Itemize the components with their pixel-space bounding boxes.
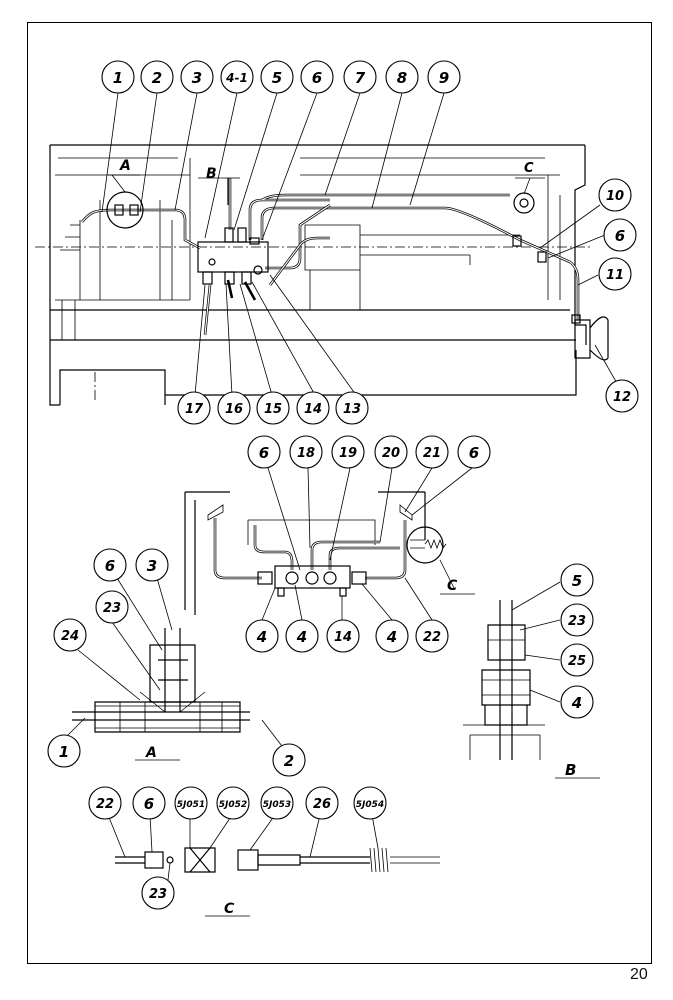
callout-label: 26 (313, 797, 331, 812)
callout-label: 5J054 (356, 800, 384, 810)
fittings (114, 204, 547, 285)
detail-c-spring (369, 847, 440, 873)
callout-label: 5J053 (263, 800, 291, 810)
callout-label: 2 (284, 752, 294, 770)
callout-label: 4-1 (225, 71, 248, 85)
callout-label: 5 (572, 572, 582, 590)
callout-label: 5J052 (219, 800, 247, 810)
middle-housing (207, 504, 413, 545)
detail-a-nuts (95, 702, 240, 732)
spring (410, 538, 447, 550)
callout-label: 12 (613, 390, 631, 405)
detail-c-union (184, 847, 216, 873)
section-letter-a: A (119, 158, 131, 174)
detail-a-view: A 6 3 23 24 1 2 (47, 548, 306, 777)
detail-c-filter (257, 854, 370, 866)
callout-label: 3 (192, 69, 202, 87)
detail-c-tube (115, 856, 145, 864)
detail-c-marker (513, 192, 535, 214)
callout-label: 25 (568, 654, 586, 669)
oil-tubes (80, 178, 580, 336)
main-callouts: 1 2 3 4-1 5 6 7 8 9 10 6 11 12 13 14 15 … (101, 60, 639, 425)
detail-c-view: C 22 6 5J051 5J052 5J053 26 5J054 23 (88, 786, 440, 917)
callout-label: 8 (397, 69, 407, 87)
callout-label: 10 (606, 189, 624, 204)
machine-body-outline (49, 144, 587, 406)
main-assembly-view: A B C 1 2 3 4-1 5 6 7 8 9 10 6 11 12 13 … (35, 60, 639, 425)
callout-label: 23 (568, 614, 586, 629)
middle-leaders (261, 467, 473, 621)
callout-label: 13 (343, 402, 361, 417)
detail-c-leaders (107, 814, 379, 881)
callout-label: 18 (297, 446, 315, 461)
page-number: 20 (630, 966, 648, 983)
detail-a-title: A (145, 745, 157, 761)
callout-label: 1 (59, 743, 69, 761)
callout-label: 1 (113, 69, 123, 87)
callout-label: 22 (423, 630, 441, 645)
section-letter-c: C (524, 161, 534, 176)
callout-label: 6 (105, 557, 115, 575)
leader-lines (101, 92, 619, 396)
middle-frame (184, 491, 426, 615)
callout-label: 23 (103, 601, 121, 616)
callout-label: 5 (272, 69, 282, 87)
detail-a-pipe (72, 711, 250, 721)
callout-label: 14 (334, 630, 352, 645)
callout-label: 20 (382, 446, 400, 461)
callout-label: 17 (185, 402, 204, 417)
right-cylinder-block (300, 157, 561, 310)
block-port (208, 258, 216, 266)
callout-label: 4 (386, 628, 397, 646)
middle-callouts: 6 18 19 20 21 6 4 4 14 4 22 (245, 435, 491, 653)
block-port (253, 265, 263, 275)
middle-block (274, 565, 351, 589)
callout-label: 5J051 (177, 800, 205, 810)
callout-label: 6 (469, 444, 479, 462)
callout-label: 6 (144, 795, 154, 813)
callout-label: 22 (96, 797, 114, 812)
detail-a-tee-body (94, 701, 241, 733)
detail-b-view: B 5 23 25 4 (463, 563, 600, 779)
left-cylinder-block (55, 157, 191, 340)
callout-label: 6 (259, 444, 269, 462)
hand-pump (574, 316, 609, 361)
callout-label: 7 (355, 69, 366, 87)
detail-c-title: C (224, 901, 235, 917)
callout-label: 6 (615, 227, 625, 245)
callout-label: 4 (571, 694, 582, 712)
detail-a-leaders (64, 577, 286, 751)
section-letter-b: B (206, 166, 217, 182)
detail-a-cone (139, 691, 206, 713)
callout-label: 16 (225, 402, 243, 417)
callout-label: 9 (439, 69, 449, 87)
section-letter-c-middle: C (447, 578, 458, 594)
detail-c-marker (406, 526, 444, 564)
callout-label: 11 (606, 268, 624, 283)
callout-label: 21 (423, 446, 441, 461)
detail-b-hatching (463, 639, 545, 760)
distribution-block (197, 241, 269, 273)
callout-label: 3 (147, 557, 157, 575)
callout-label: 6 (312, 69, 322, 87)
callout-label: 2 (152, 69, 162, 87)
callout-label: 4 (256, 628, 267, 646)
callout-label: 23 (149, 887, 167, 902)
callout-label: 14 (304, 402, 322, 417)
detail-a-branch (149, 628, 196, 712)
callout-label: 4 (296, 628, 307, 646)
callout-label: 19 (339, 446, 357, 461)
callout-label: 24 (61, 629, 79, 644)
detail-b-leaders (511, 581, 561, 703)
detail-b-title: B (565, 761, 576, 779)
middle-section-view: C 6 18 19 20 21 6 4 4 14 4 22 (184, 435, 491, 653)
callout-label: 15 (264, 402, 282, 417)
drawing-frame (27, 22, 652, 964)
